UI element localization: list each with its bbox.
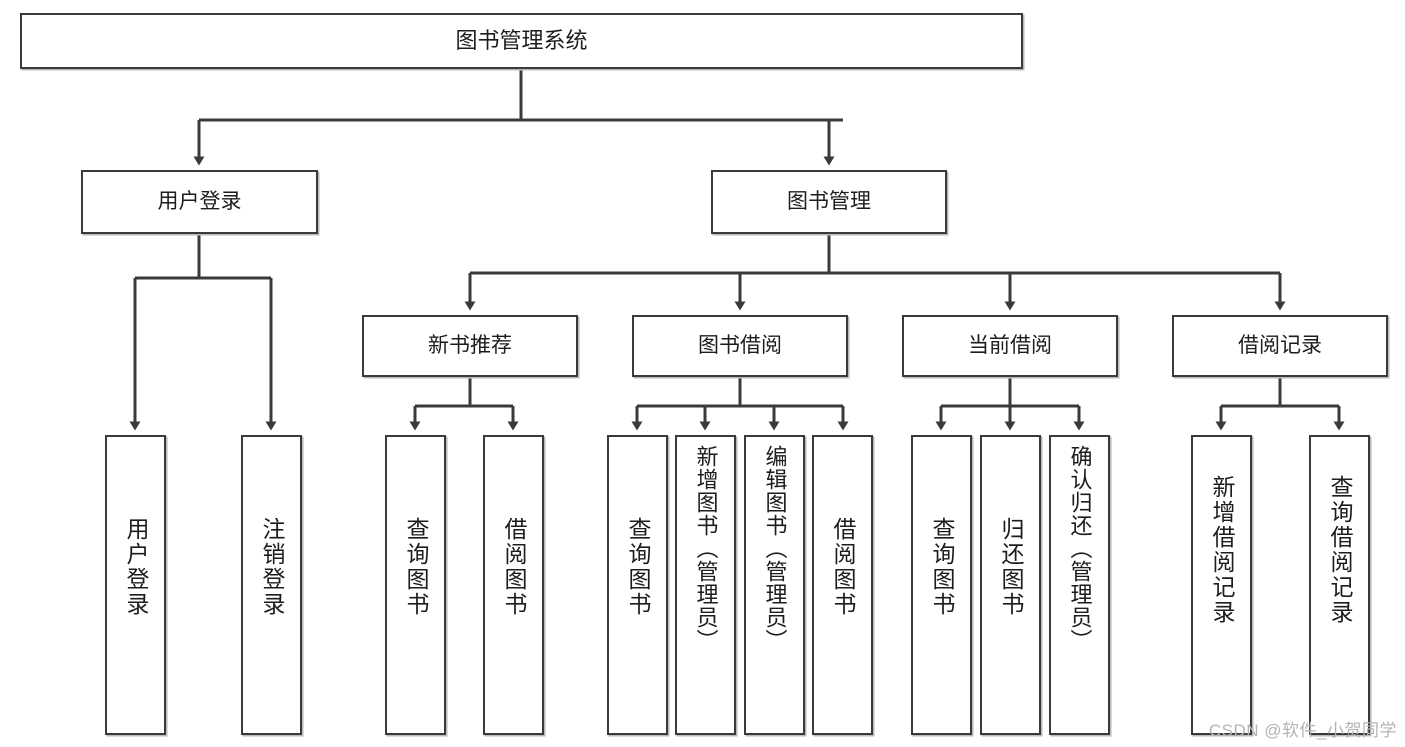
node-book-borrow[interactable]: 图书借阅 xyxy=(632,315,848,377)
node-leaf-user-login[interactable]: 用户登录 xyxy=(105,435,166,735)
node-label: 借阅图书 xyxy=(830,517,856,617)
edge-group-root xyxy=(193,69,843,166)
node-borrow-record[interactable]: 借阅记录 xyxy=(1172,315,1388,377)
node-leaf-edit-book-admin[interactable]: 编辑图书（管理员） xyxy=(744,435,805,735)
node-user-login[interactable]: 用户登录 xyxy=(81,170,318,234)
node-leaf-add-borrow-record[interactable]: 新增借阅记录 xyxy=(1191,435,1252,735)
node-label: 新增图书（管理员） xyxy=(693,445,719,652)
node-leaf-query-book-borrow[interactable]: 查询图书 xyxy=(607,435,668,735)
node-label: 用户登录 xyxy=(123,517,149,617)
edge-group-new-book xyxy=(409,377,519,431)
node-label: 查询图书 xyxy=(625,517,651,617)
node-leaf-query-borrow-record[interactable]: 查询借阅记录 xyxy=(1309,435,1370,735)
node-label: 归还图书 xyxy=(998,517,1024,617)
node-leaf-logout[interactable]: 注销登录 xyxy=(241,435,302,735)
node-label: 新增借阅记录 xyxy=(1209,475,1235,625)
node-label: 查询借阅记录 xyxy=(1327,475,1353,625)
edge-group-user-login xyxy=(129,234,277,431)
node-label: 用户登录 xyxy=(157,189,242,213)
edge-group-current xyxy=(935,377,1085,431)
node-label: 查询图书 xyxy=(929,517,955,617)
node-leaf-confirm-return-admin[interactable]: 确认归还（管理员） xyxy=(1049,435,1110,735)
node-current-borrow[interactable]: 当前借阅 xyxy=(902,315,1118,377)
node-new-book-recommend[interactable]: 新书推荐 xyxy=(362,315,578,377)
node-book-management[interactable]: 图书管理 xyxy=(711,170,947,234)
edge-group-book-manage xyxy=(464,234,1286,311)
edge-group-borrow xyxy=(631,377,849,431)
node-label: 图书管理 xyxy=(787,189,871,213)
node-label: 确认归还（管理员） xyxy=(1067,445,1093,652)
node-label: 当前借阅 xyxy=(968,333,1052,357)
node-leaf-add-book-admin[interactable]: 新增图书（管理员） xyxy=(675,435,736,735)
node-label: 新书推荐 xyxy=(428,333,512,357)
node-root-system[interactable]: 图书管理系统 xyxy=(20,13,1023,69)
node-label: 查询图书 xyxy=(403,517,429,617)
node-label: 图书管理系统 xyxy=(455,28,588,54)
node-leaf-return-book[interactable]: 归还图书 xyxy=(980,435,1041,735)
node-leaf-borrow-book-new[interactable]: 借阅图书 xyxy=(483,435,544,735)
node-label: 编辑图书（管理员） xyxy=(762,445,788,652)
node-label: 借阅记录 xyxy=(1238,333,1322,357)
edge-group-record xyxy=(1215,377,1345,431)
node-label: 图书借阅 xyxy=(698,333,782,357)
node-label: 借阅图书 xyxy=(501,517,527,617)
node-leaf-query-book-new[interactable]: 查询图书 xyxy=(385,435,446,735)
watermark-text: CSDN @软件_小贺同学 xyxy=(1208,721,1397,740)
node-label: 注销登录 xyxy=(259,517,285,617)
node-leaf-borrow-book[interactable]: 借阅图书 xyxy=(812,435,873,735)
node-leaf-query-book-current[interactable]: 查询图书 xyxy=(911,435,972,735)
